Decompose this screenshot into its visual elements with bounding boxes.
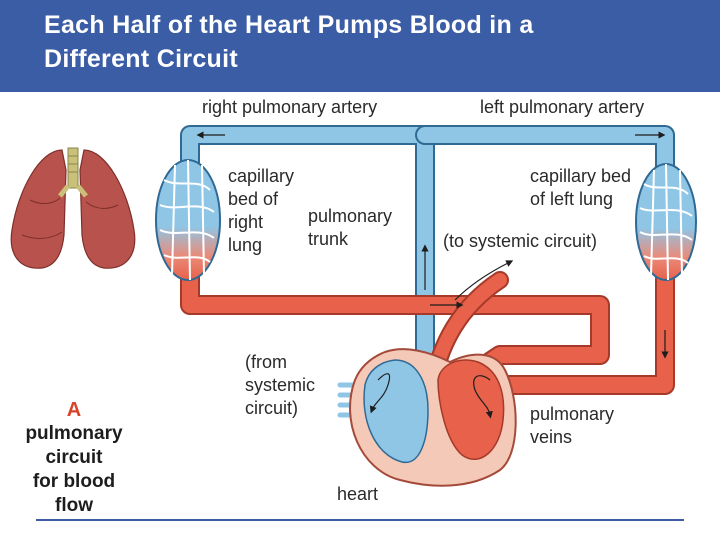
label-trunk-1: pulmonary — [308, 206, 392, 226]
diagram-labels: right pulmonary artery left pulmonary ar… — [202, 97, 644, 504]
slide-title: Each Half of the Heart Pumps Blood in a … — [44, 8, 704, 76]
caption-line-2: circuit — [45, 447, 103, 468]
left-lung — [79, 149, 136, 269]
pulmonary-circuit-diagram: right pulmonary artery left pulmonary ar… — [10, 97, 697, 504]
label-cap-left-2: of left lung — [530, 189, 613, 209]
label-veins-2: veins — [530, 427, 572, 447]
label-cap-right-1: capillary — [228, 166, 294, 186]
label-left-pulmonary-artery: left pulmonary artery — [480, 97, 644, 117]
label-cap-right-2: bed of — [228, 189, 279, 209]
title-bar: Each Half of the Heart Pumps Blood in a … — [0, 0, 720, 92]
label-cap-left-1: capillary bed — [530, 166, 631, 186]
left-heart-chambers — [437, 359, 505, 461]
pulmonary-circuit-figure: right pulmonary artery left pulmonary ar… — [0, 92, 720, 540]
capillary-bed-right-lung — [155, 159, 221, 281]
caption-line-4: flow — [55, 495, 93, 516]
flow-arrows — [196, 131, 669, 419]
capillary-bed-left-lung — [635, 163, 697, 281]
label-cap-right-3: right — [228, 212, 263, 232]
figure-caption: A pulmonary circuit for blood flow — [8, 398, 140, 518]
right-pulmonary-artery — [180, 125, 435, 380]
bottom-rule — [36, 519, 684, 521]
right-lung — [10, 149, 67, 269]
slide-title-line-1: Each Half of the Heart Pumps Blood in a — [44, 11, 534, 39]
label-from-2: systemic — [245, 375, 315, 395]
label-veins-1: pulmonary — [530, 404, 614, 424]
label-from-3: circuit) — [245, 398, 298, 418]
caption-letter: A — [66, 399, 82, 421]
caption-line-1: pulmonary — [25, 423, 123, 444]
label-right-pulmonary-artery: right pulmonary artery — [202, 97, 377, 117]
arrow-to-systemic — [454, 260, 514, 301]
arrow-heart-left — [473, 375, 493, 419]
label-trunk-2: trunk — [308, 229, 349, 249]
lungs-illustration — [10, 147, 136, 269]
left-pulmonary-vein — [490, 265, 675, 395]
label-heart: heart — [337, 484, 378, 504]
label-to-systemic: (to systemic circuit) — [443, 231, 597, 251]
slide-title-line-2: Different Circuit — [44, 45, 239, 73]
label-cap-right-4: lung — [228, 235, 262, 255]
trachea — [67, 147, 79, 189]
label-from-1: (from — [245, 352, 287, 372]
heart-illustration — [349, 348, 517, 487]
right-heart-chambers — [363, 359, 429, 464]
arrow-heart-right — [369, 373, 391, 414]
caption-line-3: for blood — [32, 471, 116, 492]
